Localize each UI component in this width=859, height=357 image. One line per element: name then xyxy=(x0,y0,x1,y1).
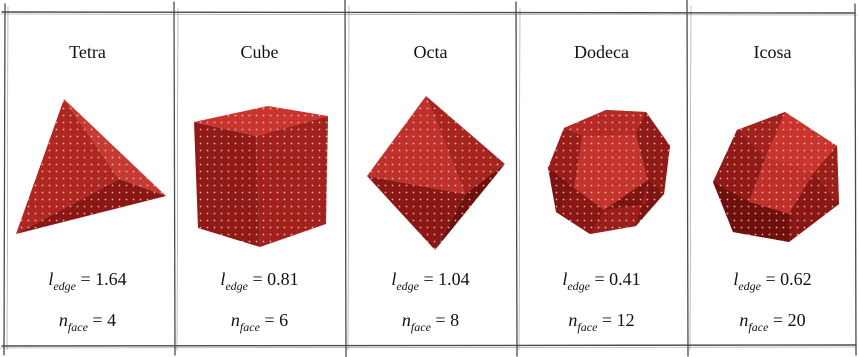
edge-length-value: 0.62 xyxy=(780,269,812,289)
panel-title: Icosa xyxy=(753,42,792,62)
edge-length-value: 1.04 xyxy=(438,269,470,289)
face-count-value: 20 xyxy=(787,310,806,330)
edge-length-label: ledge = 1.64 xyxy=(48,269,127,293)
face-count-value: 12 xyxy=(616,310,635,330)
edge-length-value: 0.81 xyxy=(267,269,299,289)
face-count-value: 8 xyxy=(450,310,460,330)
panel-tetra: Tetra ledge = 1.64 nface = 4 xyxy=(4,12,171,347)
panel-dodeca: Dodeca ledge = 0.41 nface = 12 xyxy=(518,12,685,347)
edge-length-value: 1.64 xyxy=(95,269,127,289)
cube-figure xyxy=(176,84,343,254)
octahedron-figure xyxy=(347,84,514,254)
edge-length-label: ledge = 0.81 xyxy=(220,269,299,293)
face-count-value: 4 xyxy=(107,310,117,330)
panel-title: Dodeca xyxy=(574,42,629,62)
panel-title: Tetra xyxy=(69,42,106,62)
dodecahedron-figure xyxy=(518,84,685,254)
face-count-label: nface = 12 xyxy=(568,310,635,334)
face-count-label: nface = 6 xyxy=(230,310,289,334)
face-count-value: 6 xyxy=(279,310,289,330)
icosahedron-figure xyxy=(689,84,856,254)
tetrahedron-figure xyxy=(4,84,171,254)
panel-icosa: Icosa ledge = 0.62 nface = 20 xyxy=(689,12,856,347)
edge-length-label: ledge = 0.62 xyxy=(733,269,812,293)
face-count-label: nface = 4 xyxy=(58,310,117,334)
panel-octa: Octa ledge = 1.04 nface = 8 xyxy=(347,12,514,347)
face-count-label: nface = 8 xyxy=(401,310,460,334)
edge-length-label: ledge = 0.41 xyxy=(562,269,641,293)
edge-length-label: ledge = 1.04 xyxy=(391,269,470,293)
edge-length-value: 0.41 xyxy=(609,269,641,289)
panel-title: Cube xyxy=(240,42,279,62)
face-count-label: nface = 20 xyxy=(739,310,806,334)
panel-cube: Cube ledge = 0.81 nface = 6 xyxy=(176,12,343,347)
panel-title: Octa xyxy=(413,42,448,62)
